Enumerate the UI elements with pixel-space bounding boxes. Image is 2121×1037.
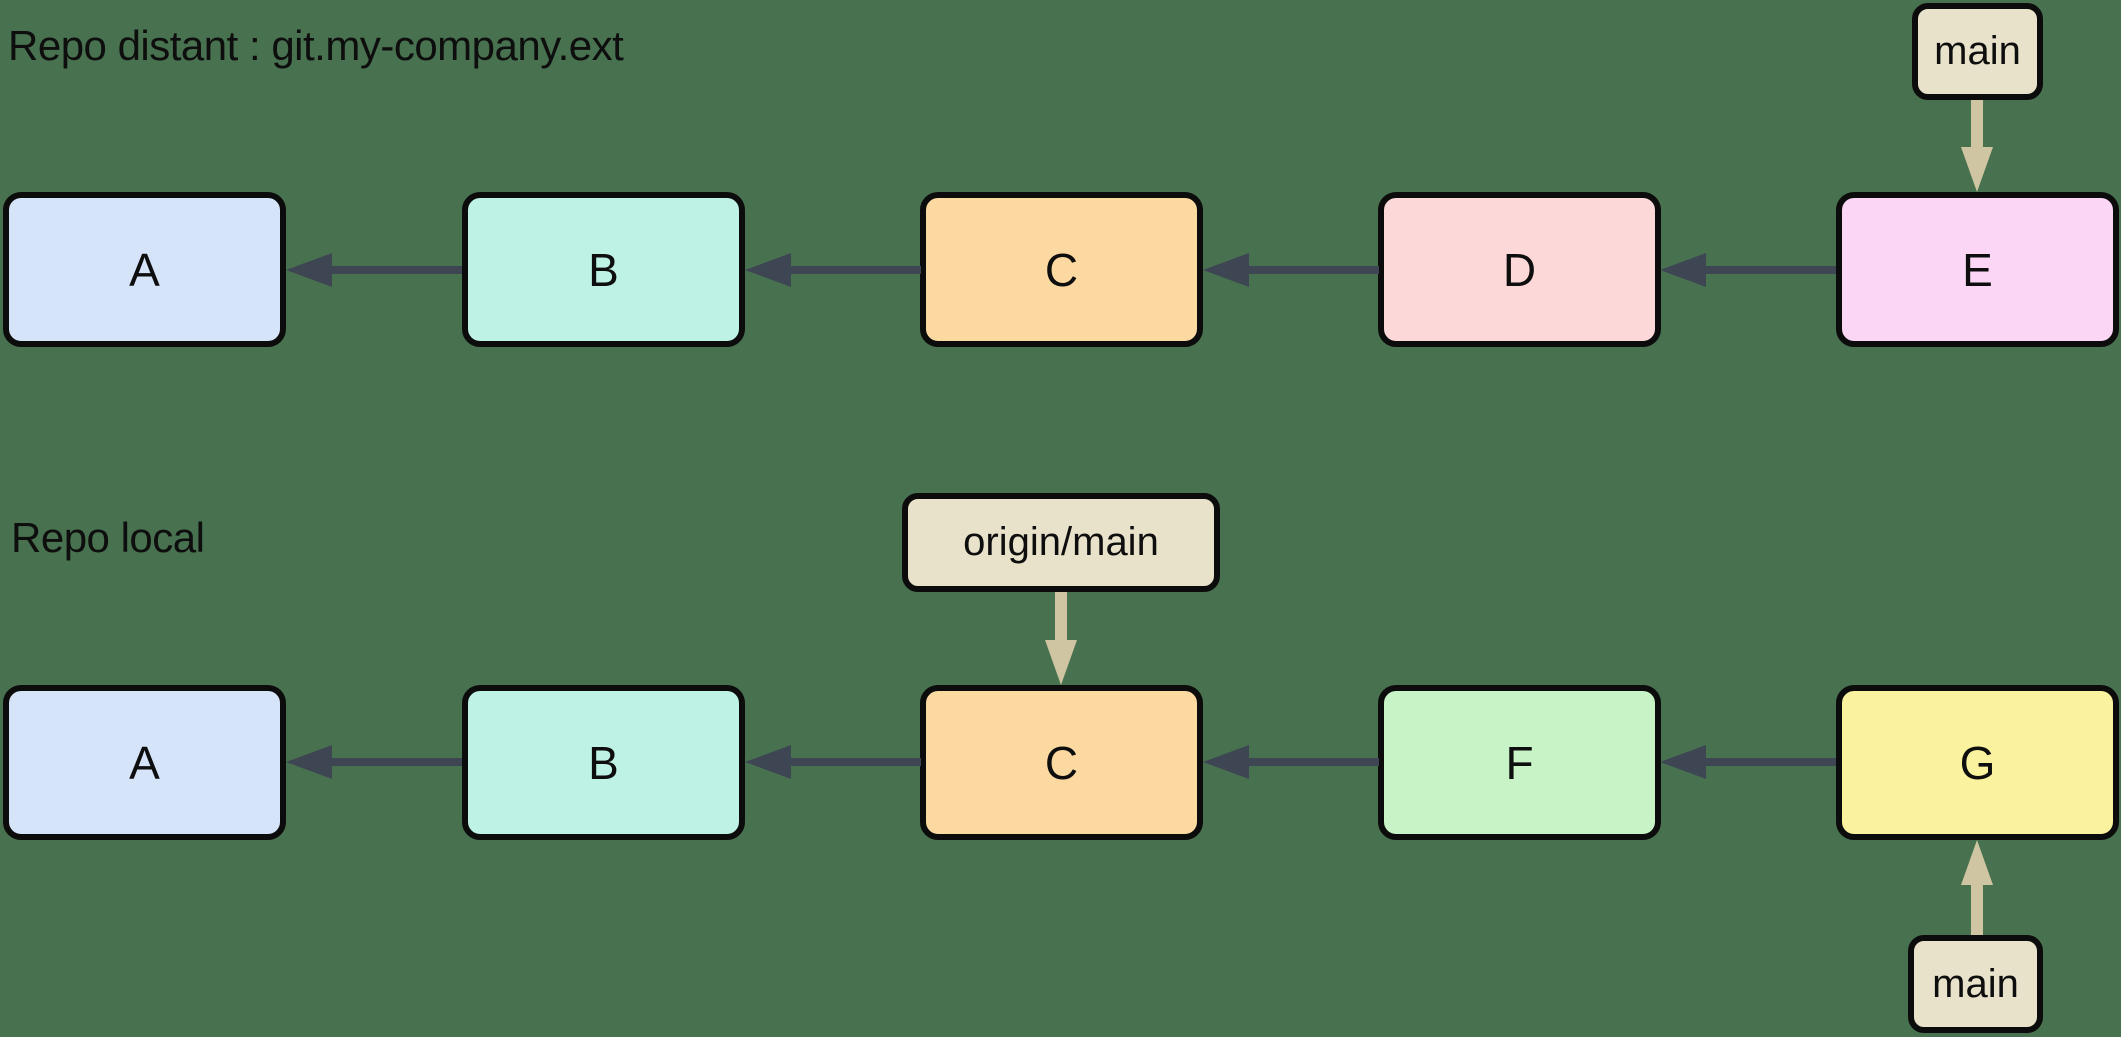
arrow-left-icon (1660, 253, 1706, 287)
arrow-left-icon (286, 253, 332, 287)
commit-parent-arrow (1203, 745, 1379, 779)
commit-node-remote-c: C (920, 192, 1203, 347)
arrow-left-icon (286, 745, 332, 779)
commit-node-local-f: F (1378, 685, 1661, 840)
remote-main-branch-label: main (1912, 3, 2043, 100)
commit-node-remote-a: A (3, 192, 286, 347)
arrow-line (1245, 758, 1379, 766)
commit-parent-arrow (1203, 253, 1379, 287)
arrow-down-icon (1961, 147, 1993, 192)
local-main-branch-pointer-arrow (1961, 840, 1993, 935)
origin-main-branch-label: origin/main (902, 493, 1220, 592)
origin-main-branch-pointer-arrow (1045, 592, 1077, 685)
commit-parent-arrow (745, 745, 921, 779)
commit-node-remote-e: E (1836, 192, 2119, 347)
commit-label: D (1502, 243, 1537, 296)
commit-label: A (129, 243, 160, 296)
arrow-line (1971, 100, 1983, 148)
commit-label: C (1044, 243, 1079, 296)
origin-main-branch-label-text: origin/main (963, 520, 1159, 564)
arrow-line (1702, 266, 1836, 274)
remote-main-branch-pointer-arrow (1961, 100, 1993, 192)
local-main-branch-label: main (1908, 935, 2043, 1033)
commit-node-local-a: A (3, 685, 286, 840)
commit-label: F (1505, 736, 1534, 789)
commit-parent-arrow (1660, 745, 1836, 779)
arrow-line (787, 266, 921, 274)
commit-parent-arrow (286, 253, 462, 287)
local-repo-title: Repo local (11, 514, 205, 561)
commit-node-remote-d: D (1378, 192, 1661, 347)
arrow-line (1971, 884, 1983, 935)
commit-parent-arrow (286, 745, 462, 779)
commit-parent-arrow (745, 253, 921, 287)
remote-repo-title: Repo distant : git.my-company.ext (8, 22, 624, 69)
arrow-down-icon (1045, 640, 1077, 685)
commit-node-remote-b: B (462, 192, 745, 347)
commit-parent-arrow (1660, 253, 1836, 287)
arrow-up-icon (1961, 840, 1993, 885)
local-main-branch-label-text: main (1932, 961, 2019, 1006)
commit-label: C (1044, 736, 1079, 789)
commit-node-local-c: C (920, 685, 1203, 840)
commit-node-local-b: B (462, 685, 745, 840)
commit-label: E (1962, 243, 1993, 296)
arrow-line (1055, 592, 1067, 641)
arrow-left-icon (745, 745, 791, 779)
arrow-left-icon (1203, 745, 1249, 779)
commit-label: A (129, 736, 160, 789)
remote-main-branch-label-text: main (1934, 29, 2021, 73)
commit-label: B (588, 736, 619, 789)
arrow-line (1702, 758, 1836, 766)
arrow-line (787, 758, 921, 766)
arrow-left-icon (1660, 745, 1706, 779)
arrow-line (328, 266, 462, 274)
arrow-line (328, 758, 462, 766)
arrow-left-icon (745, 253, 791, 287)
commit-node-local-g: G (1836, 685, 2119, 840)
arrow-line (1245, 266, 1379, 274)
arrow-left-icon (1203, 253, 1249, 287)
commit-label: G (1959, 736, 1996, 789)
commit-label: B (588, 243, 619, 296)
